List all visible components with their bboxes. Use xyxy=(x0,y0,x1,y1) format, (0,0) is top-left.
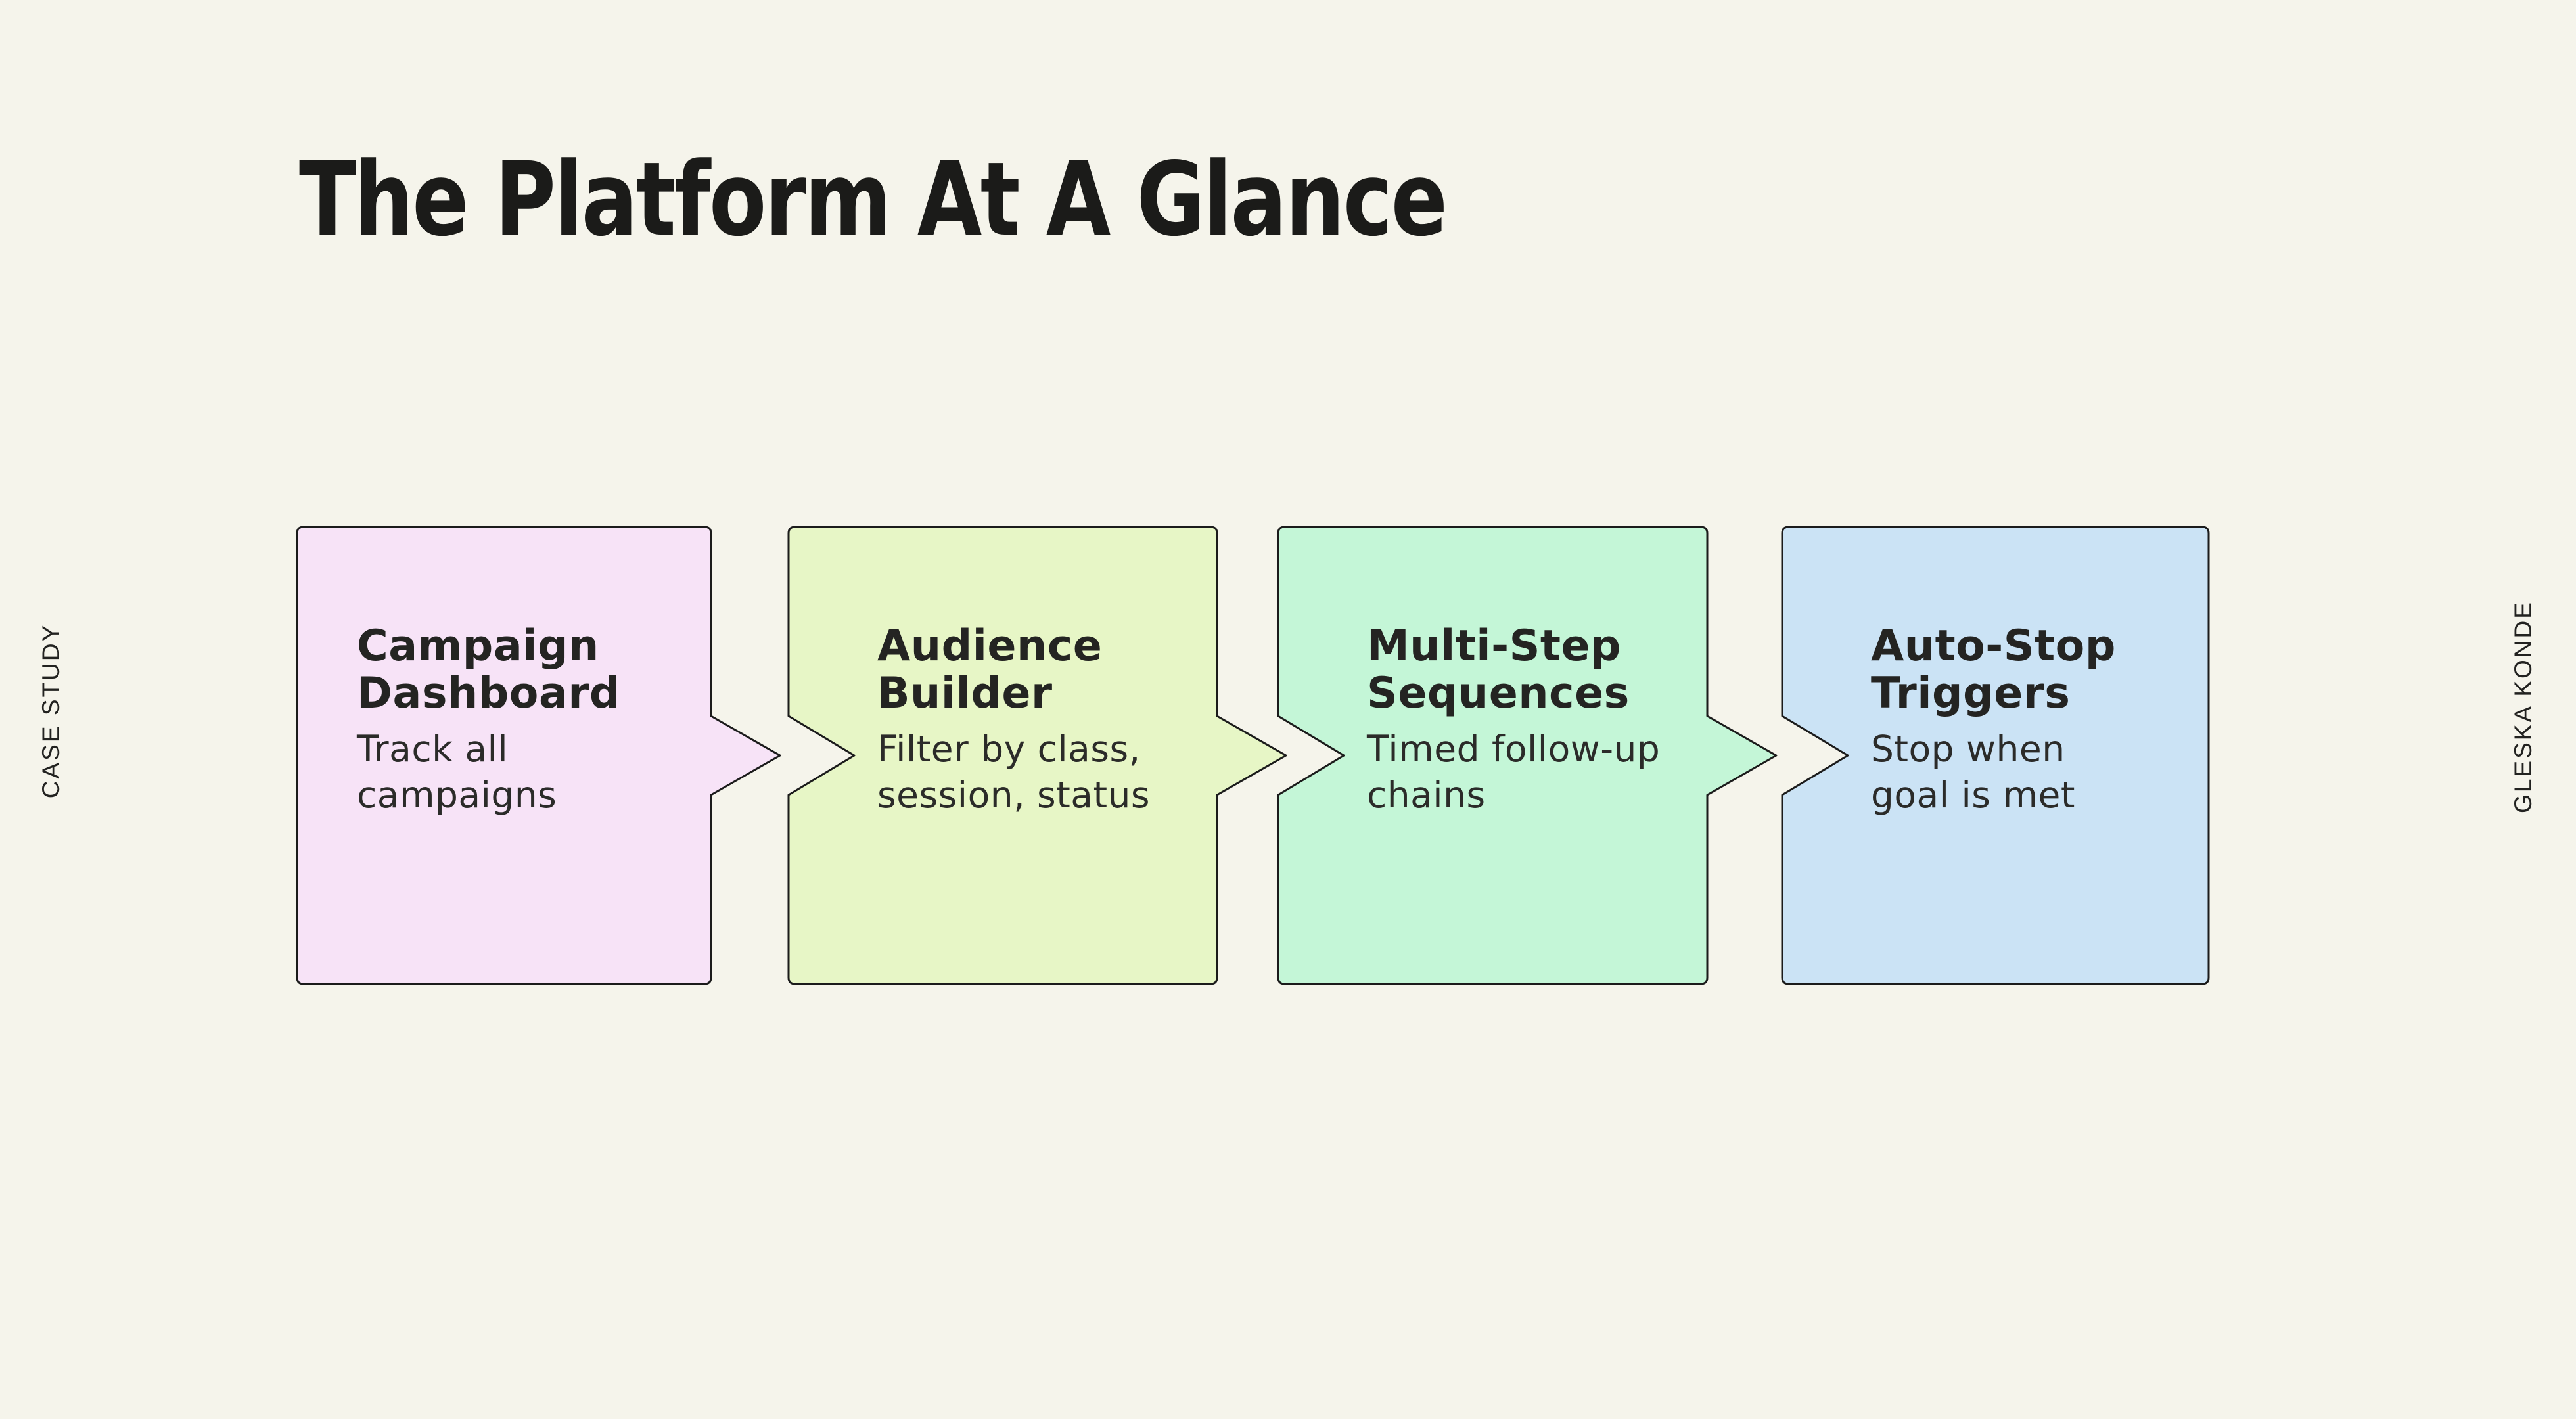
flow-step-description: Timed follow-up chains xyxy=(1367,728,1661,817)
flow-step-description: Filter by class, session, status xyxy=(877,728,1151,817)
flow-step-title: Auto-Stop Triggers xyxy=(1871,621,2116,718)
flow-step-description: Track all campaigns xyxy=(357,728,557,817)
flow-step-shape xyxy=(787,526,1287,985)
flow-step-title: Multi-Step Sequences xyxy=(1367,621,1630,718)
flow-step-description: Stop when goal is met xyxy=(1871,728,2075,817)
vertical-label-left: CASE STUDY xyxy=(37,623,64,799)
flow-step-shape xyxy=(1277,526,1778,985)
flow-step-shape xyxy=(1781,526,2210,985)
flow-step-title: Campaign Dashboard xyxy=(357,621,620,718)
flow-step-title: Audience Builder xyxy=(877,621,1103,718)
page-title: The Platform At A Glance xyxy=(299,140,1448,259)
vertical-label-right: GLESKA KONDE xyxy=(2510,600,2537,813)
flow-step-shape xyxy=(296,526,781,985)
